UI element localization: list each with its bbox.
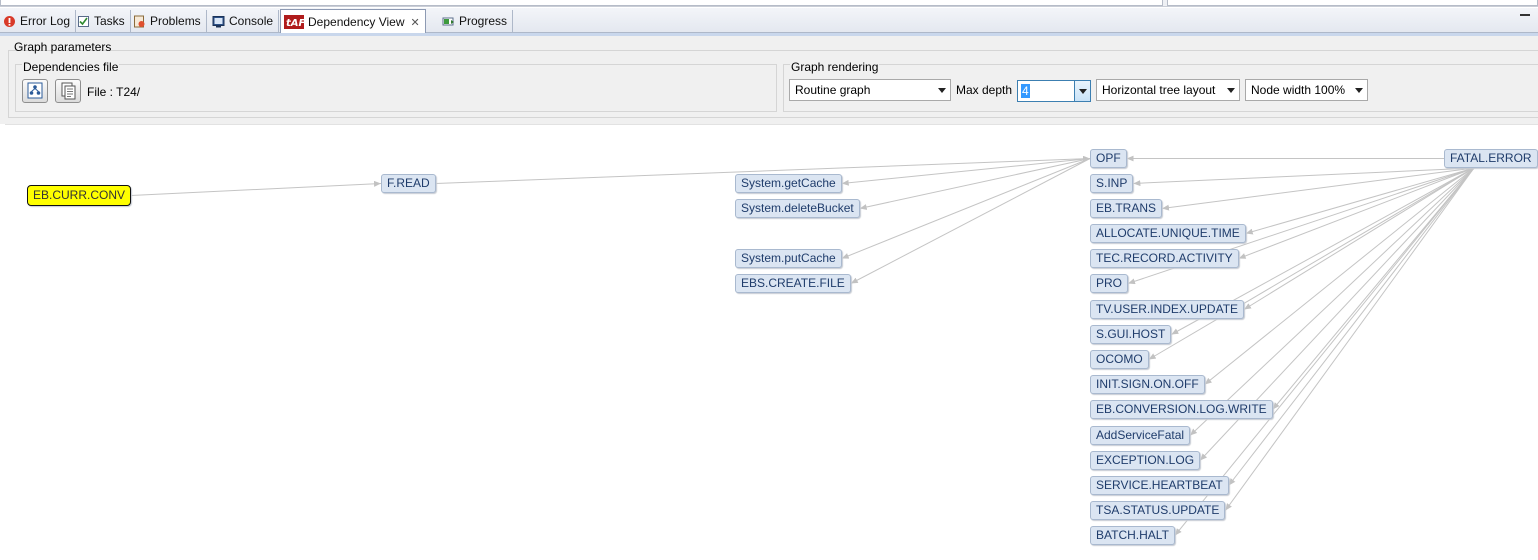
dependencies-file-group bbox=[15, 64, 777, 112]
graph-node[interactable]: BATCH.HALT bbox=[1090, 526, 1175, 545]
tab-error-log[interactable]: Error Log bbox=[0, 10, 77, 32]
graph-node[interactable]: OPF bbox=[1090, 149, 1127, 168]
svg-text:tAF: tAF bbox=[286, 18, 304, 29]
max-depth-select[interactable]: 4 bbox=[1017, 80, 1091, 102]
graph-rendering-group bbox=[783, 64, 1538, 112]
graph-node[interactable]: TEC.RECORD.ACTIVITY bbox=[1090, 249, 1239, 268]
graph-structure-button[interactable] bbox=[22, 79, 48, 103]
top-strip bbox=[0, 0, 1538, 7]
layout-value: Horizontal tree layout bbox=[1102, 83, 1216, 97]
graph-node[interactable]: PRO bbox=[1090, 274, 1129, 293]
top-panel-edge-left bbox=[0, 0, 1163, 6]
graph-node[interactable]: System.deleteBucket bbox=[735, 199, 860, 218]
graph-node[interactable]: EB.CONVERSION.LOG.WRITE bbox=[1090, 400, 1273, 419]
tab-dependency-view[interactable]: tAF Dependency View ✕ bbox=[280, 9, 426, 34]
tasks-icon bbox=[77, 15, 90, 28]
graph-type-value: Routine graph bbox=[795, 83, 871, 97]
top-panel-edge-right bbox=[1167, 0, 1538, 6]
graph-node[interactable]: INIT.SIGN.ON.OFF bbox=[1090, 375, 1205, 394]
progress-icon bbox=[442, 15, 455, 28]
graph-node[interactable]: ALLOCATE.UNIQUE.TIME bbox=[1090, 224, 1246, 243]
view-tab-bar: Error Log Tasks Problems Console tAF Dep… bbox=[0, 8, 1538, 34]
chevron-down-icon[interactable] bbox=[1074, 81, 1090, 101]
tab-accent-line bbox=[0, 33, 1538, 36]
minimize-icon[interactable] bbox=[1518, 10, 1532, 22]
graph-node[interactable]: EBS.CREATE.FILE bbox=[735, 274, 851, 293]
graph-node[interactable]: EXCEPTION.LOG bbox=[1090, 451, 1201, 470]
graph-parameters-panel: Graph parameters Dependencies file File … bbox=[0, 36, 1538, 124]
dependencies-file-title: Dependencies file bbox=[22, 60, 120, 74]
graph-rendering-title: Graph rendering bbox=[790, 60, 880, 74]
error-log-icon bbox=[3, 15, 16, 28]
graph-node[interactable]: System.putCache bbox=[735, 249, 842, 268]
graph-node[interactable]: FATAL.ERROR bbox=[1444, 149, 1538, 168]
tab-progress[interactable]: Progress bbox=[439, 10, 514, 32]
tab-tasks[interactable]: Tasks bbox=[74, 10, 131, 32]
graph-parameters-group bbox=[8, 50, 1538, 118]
tab-console[interactable]: Console bbox=[209, 10, 280, 32]
tab-label: Console bbox=[229, 14, 274, 28]
graph-node[interactable]: S.GUI.HOST bbox=[1090, 325, 1172, 344]
tab-label: Tasks bbox=[94, 14, 125, 28]
close-icon[interactable]: ✕ bbox=[410, 16, 420, 29]
max-depth-value: 4 bbox=[1021, 84, 1030, 98]
document-icon bbox=[61, 82, 76, 100]
hierarchy-icon bbox=[27, 82, 43, 99]
graph-node[interactable]: AddServiceFatal bbox=[1090, 426, 1191, 445]
graph-node[interactable]: System.getCache bbox=[735, 174, 842, 193]
graph-node[interactable]: S.INP bbox=[1090, 174, 1134, 193]
graph-type-select[interactable]: Routine graph bbox=[789, 79, 951, 101]
chevron-down-icon bbox=[1227, 88, 1235, 93]
console-icon bbox=[212, 15, 225, 28]
graph-node[interactable]: TV.USER.INDEX.UPDATE bbox=[1090, 300, 1245, 319]
taf-icon: tAF bbox=[284, 15, 306, 29]
open-file-button[interactable] bbox=[55, 79, 81, 103]
max-depth-label: Max depth bbox=[956, 83, 1013, 97]
file-path-label: File : T24/ bbox=[87, 85, 141, 99]
graph-node[interactable]: EB.TRANS bbox=[1090, 199, 1163, 218]
chevron-down-icon bbox=[1355, 88, 1363, 93]
graph-parameters-title: Graph parameters bbox=[14, 40, 112, 54]
graph-node[interactable]: TSA.STATUS.UPDATE bbox=[1090, 501, 1226, 520]
tab-label: Dependency View bbox=[308, 15, 405, 29]
node-width-value: Node width 100% bbox=[1251, 83, 1346, 97]
graph-node[interactable]: SERVICE.HEARTBEAT bbox=[1090, 476, 1229, 495]
graph-node[interactable]: F.READ bbox=[381, 174, 436, 193]
graph-node-root[interactable]: EB.CURR.CONV bbox=[27, 185, 132, 206]
tab-label: Progress bbox=[459, 14, 508, 28]
layout-select[interactable]: Horizontal tree layout bbox=[1096, 79, 1240, 101]
node-width-select[interactable]: Node width 100% bbox=[1245, 79, 1368, 101]
tab-problems[interactable]: Problems bbox=[130, 10, 207, 32]
chevron-down-icon bbox=[938, 88, 946, 93]
tab-label: Problems bbox=[150, 14, 201, 28]
tab-label: Error Log bbox=[20, 14, 71, 28]
problems-icon bbox=[133, 15, 146, 28]
graph-node[interactable]: OCOMO bbox=[1090, 350, 1149, 369]
